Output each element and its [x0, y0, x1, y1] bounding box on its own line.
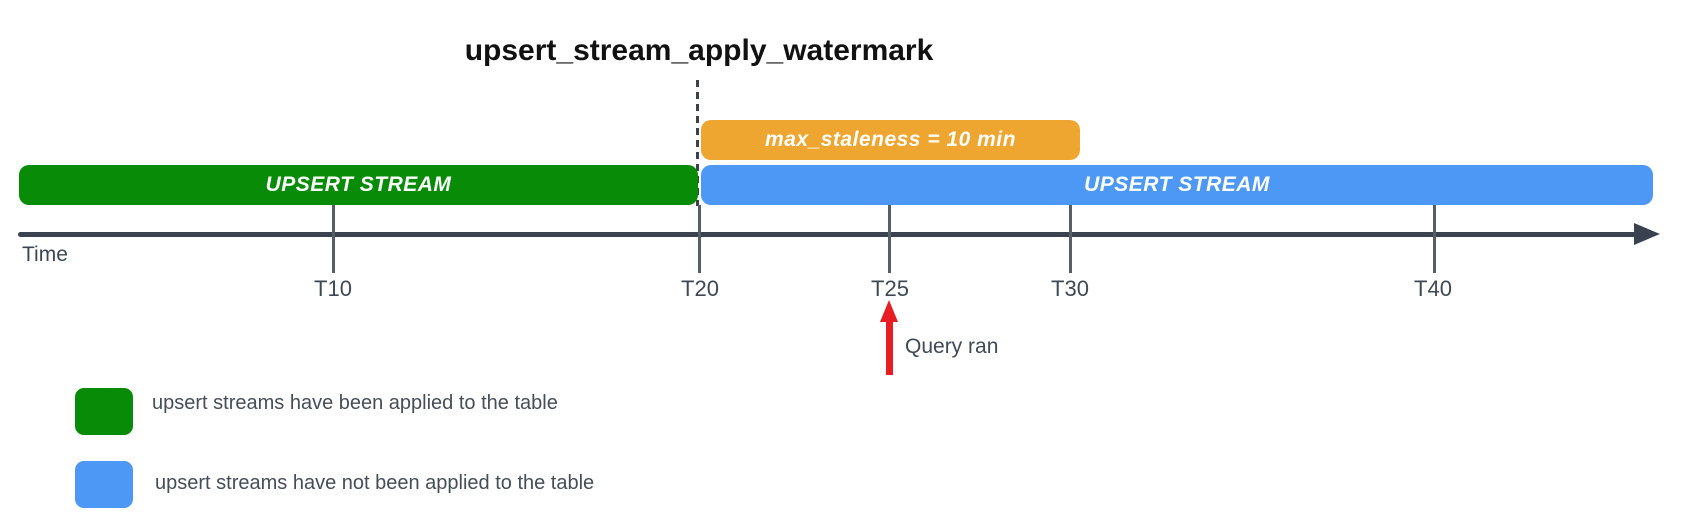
- legend-swatch-applied: [75, 388, 133, 435]
- upsert-stream-pending-bar: UPSERT STREAM: [701, 165, 1653, 205]
- query-ran-arrow-shaft: [886, 320, 893, 375]
- tick-label-t40: T40: [1414, 276, 1452, 301]
- max-staleness-label: max_staleness = 10 min: [765, 128, 1016, 151]
- upsert-stream-pending-label: UPSERT STREAM: [1084, 173, 1270, 196]
- tick-t25: [888, 205, 891, 273]
- tick-label-t25: T25: [871, 276, 909, 301]
- upsert-stream-applied-bar: UPSERT STREAM: [19, 165, 698, 205]
- legend-label-pending: upsert streams have not been applied to …: [155, 472, 595, 494]
- legend-swatch-pending: [75, 461, 133, 508]
- tick-label-t10: T10: [314, 276, 352, 301]
- legend-label-applied: upsert streams have been applied to the …: [152, 392, 558, 414]
- max-staleness-bar: max_staleness = 10 min: [701, 120, 1080, 160]
- time-axis-label: Time: [22, 243, 68, 266]
- tick-label-t30: T30: [1051, 276, 1089, 301]
- upsert-stream-applied-label: UPSERT STREAM: [265, 173, 452, 196]
- watermark-dashed-line: [696, 80, 699, 206]
- time-axis-arrowhead-icon: [1634, 223, 1660, 245]
- tick-t20: [698, 205, 701, 273]
- query-ran-arrow-icon: [880, 300, 898, 322]
- tick-label-t20: T20: [681, 276, 719, 301]
- tick-t40: [1433, 205, 1436, 273]
- time-axis-line: [18, 232, 1636, 237]
- tick-t10: [332, 205, 335, 273]
- tick-t30: [1069, 205, 1072, 273]
- query-ran-label: Query ran: [905, 335, 999, 358]
- diagram-title: upsert_stream_apply_watermark: [464, 34, 934, 67]
